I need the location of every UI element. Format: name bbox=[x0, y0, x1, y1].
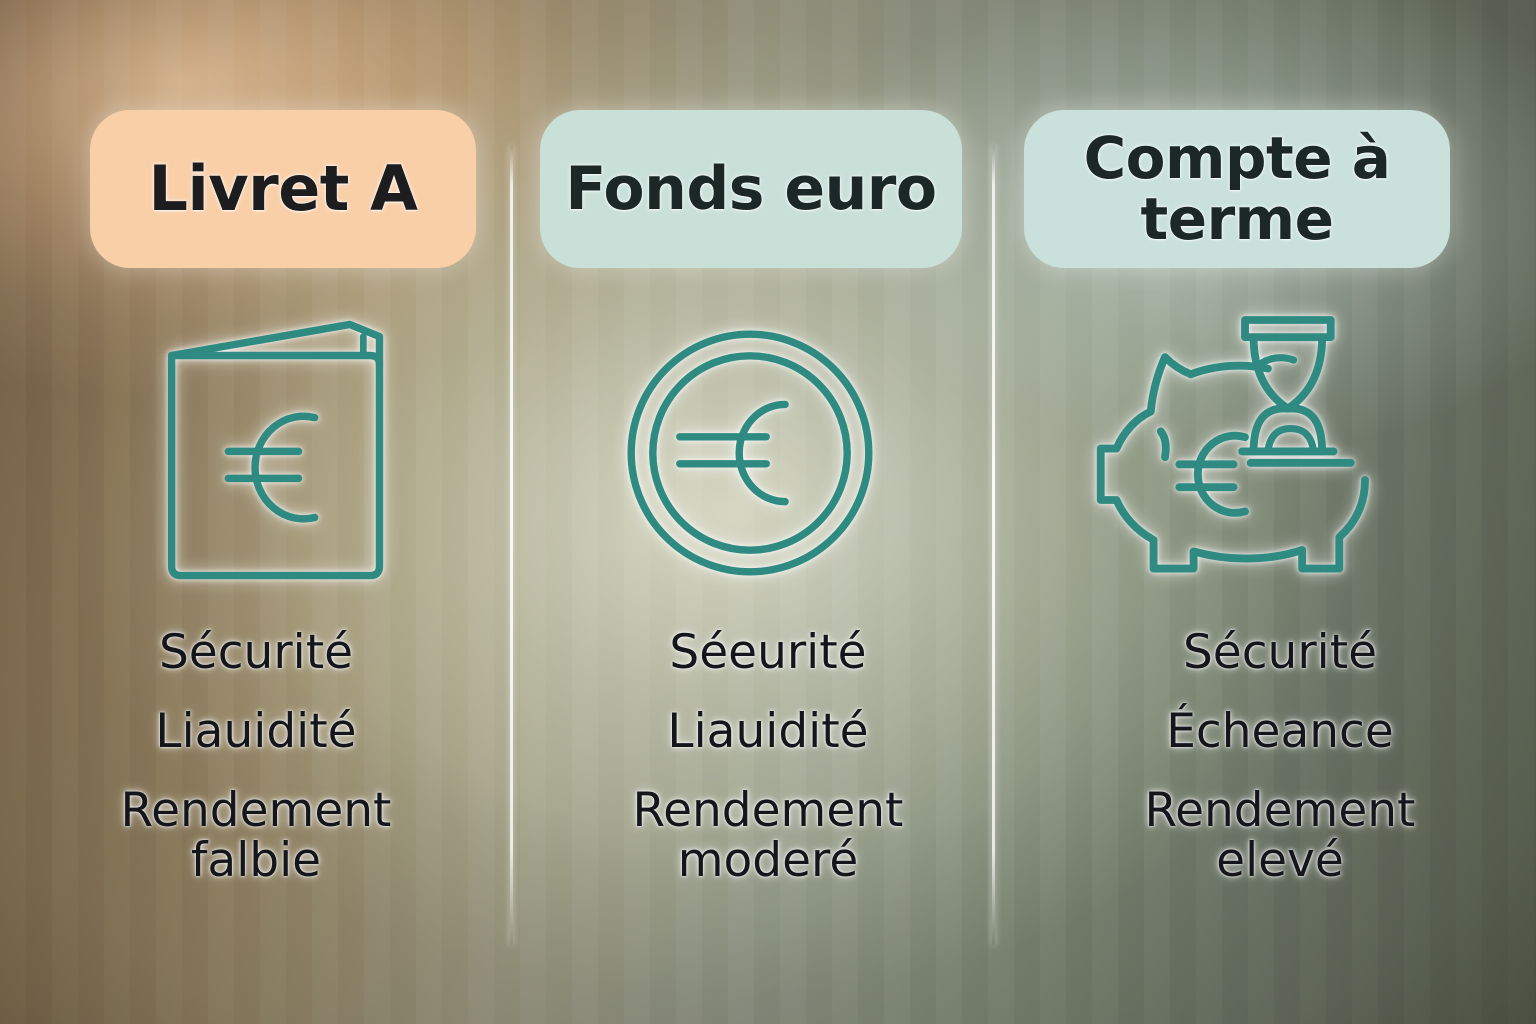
feature-item: Liauidité bbox=[667, 703, 869, 759]
euro-coin-icon bbox=[600, 318, 900, 588]
card-header-fonds-euro[interactable]: Fonds euro bbox=[540, 110, 962, 268]
column-divider-2 bbox=[992, 145, 995, 945]
feature-item: Écheance bbox=[1166, 703, 1394, 759]
passbook-euro-icon bbox=[150, 300, 420, 600]
feature-list-compte-a-terme: Sécurité Écheance Rendement elevé bbox=[1024, 625, 1536, 889]
card-header-compte-a-terme[interactable]: Compte à terme bbox=[1024, 110, 1450, 268]
card-title-livret-a: Livret A bbox=[148, 152, 418, 226]
column-divider-1 bbox=[510, 145, 513, 945]
feature-item: Rendement falbie bbox=[120, 782, 392, 889]
feature-item: Liauidité bbox=[155, 703, 357, 759]
feature-list-fonds-euro: Séeurité Liauidité Rendement moderé bbox=[512, 625, 1024, 889]
piggy-bank-hourglass-icon bbox=[1085, 300, 1385, 600]
card-header-livret-a[interactable]: Livret A bbox=[90, 110, 476, 268]
card-title-compte-a-terme: Compte à terme bbox=[1083, 124, 1391, 253]
card-title-fonds-euro: Fonds euro bbox=[565, 153, 937, 224]
feature-item: Sécurité bbox=[158, 625, 354, 680]
feature-item: Séeurité bbox=[669, 625, 867, 680]
feature-item: Rendement elevé bbox=[1144, 782, 1416, 889]
feature-item: Sécurité bbox=[1182, 625, 1378, 680]
feature-item: Rendement moderé bbox=[632, 782, 904, 889]
feature-list-livret-a: Sécurité Liauidité Rendement falbie bbox=[0, 625, 512, 889]
